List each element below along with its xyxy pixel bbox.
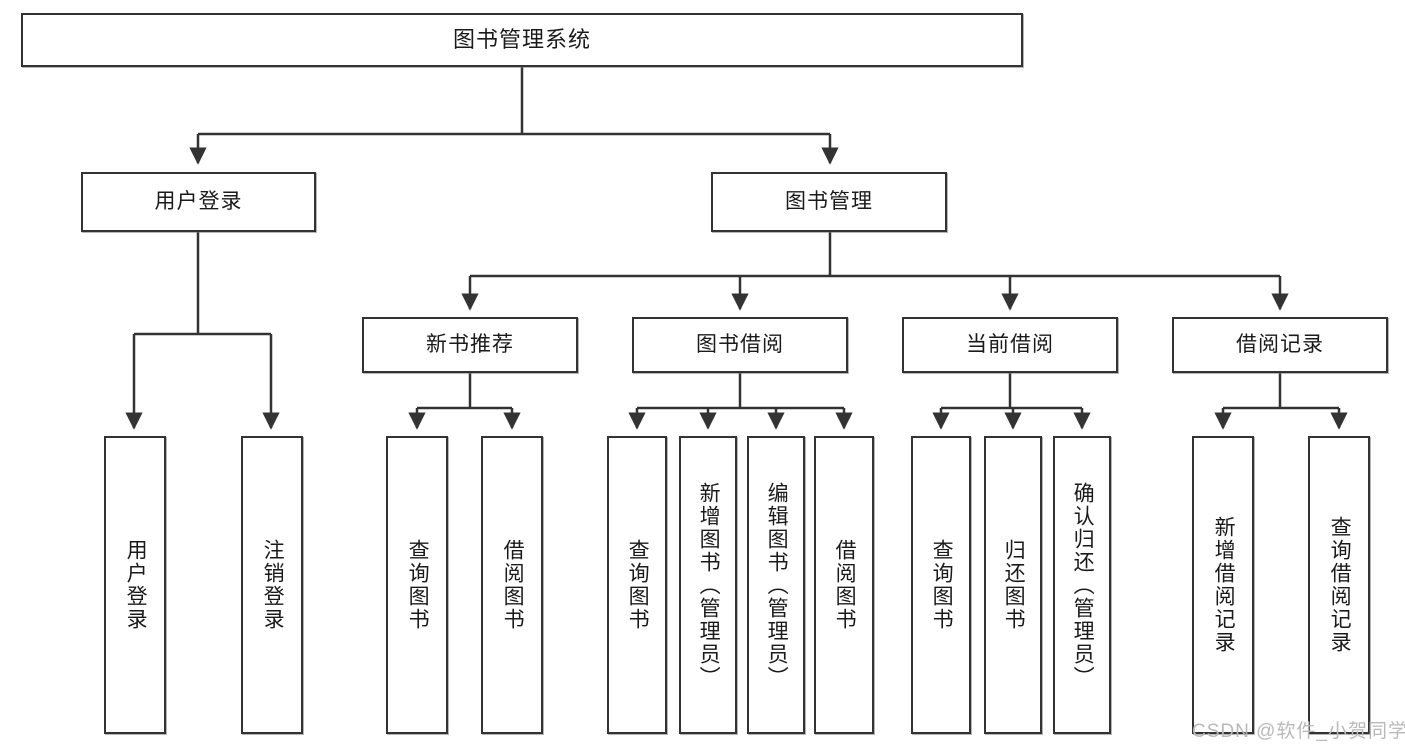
node-label: 编辑图书（管理员）: [765, 481, 789, 689]
node-label: 查询图书: [930, 539, 954, 631]
node-leaf-borrow-book[interactable]: 借阅图书: [814, 436, 874, 734]
node-label: 图书管理系统: [452, 26, 591, 52]
node-leaf-borrow-book-rec[interactable]: 借阅图书: [481, 436, 543, 734]
node-leaf-query-record[interactable]: 查询借阅记录: [1308, 436, 1370, 734]
node-leaf-query-book-borrow[interactable]: 查询图书: [607, 436, 667, 734]
node-book-borrow[interactable]: 图书借阅: [632, 317, 848, 373]
node-label: 新增借阅记录: [1212, 516, 1236, 654]
watermark-text: CSDN @软件_小贺同学: [1192, 721, 1405, 742]
node-label: 借阅记录: [1236, 333, 1324, 357]
node-label: 借阅图书: [501, 539, 525, 631]
node-label: 新增图书（管理员）: [697, 481, 721, 689]
node-label: 当前借阅: [966, 333, 1054, 357]
node-label: 新书推荐: [426, 333, 514, 357]
node-label: 借阅图书: [833, 539, 857, 631]
node-book-manage[interactable]: 图书管理: [711, 172, 947, 232]
node-label: 归还图书: [1002, 539, 1026, 631]
node-label: 用户登录: [124, 539, 148, 631]
node-borrow-record[interactable]: 借阅记录: [1172, 317, 1388, 373]
node-leaf-user-login[interactable]: 用户登录: [104, 436, 166, 734]
node-label: 图书借阅: [696, 333, 784, 357]
node-label: 注销登录: [261, 539, 285, 631]
node-leaf-query-book-rec[interactable]: 查询图书: [386, 436, 448, 734]
node-leaf-user-logout[interactable]: 注销登录: [241, 436, 303, 734]
node-label: 确认归还（管理员）: [1071, 481, 1095, 689]
node-leaf-add-book[interactable]: 新增图书（管理员）: [679, 436, 737, 734]
node-leaf-return-book[interactable]: 归还图书: [984, 436, 1042, 734]
node-label: 查询图书: [406, 539, 430, 631]
node-root[interactable]: 图书管理系统: [21, 13, 1023, 67]
node-leaf-confirm-return[interactable]: 确认归还（管理员）: [1053, 436, 1111, 734]
node-leaf-query-book-cur[interactable]: 查询图书: [911, 436, 971, 734]
node-current-borrow[interactable]: 当前借阅: [902, 317, 1118, 373]
node-label: 查询图书: [626, 539, 650, 631]
node-user-login[interactable]: 用户登录: [81, 172, 316, 232]
node-new-book-recommend[interactable]: 新书推荐: [362, 317, 578, 373]
node-label: 查询借阅记录: [1328, 516, 1352, 654]
node-label: 用户登录: [154, 190, 243, 214]
node-leaf-edit-book[interactable]: 编辑图书（管理员）: [747, 436, 805, 734]
node-label: 图书管理: [785, 190, 873, 214]
node-leaf-add-record[interactable]: 新增借阅记录: [1192, 436, 1254, 734]
